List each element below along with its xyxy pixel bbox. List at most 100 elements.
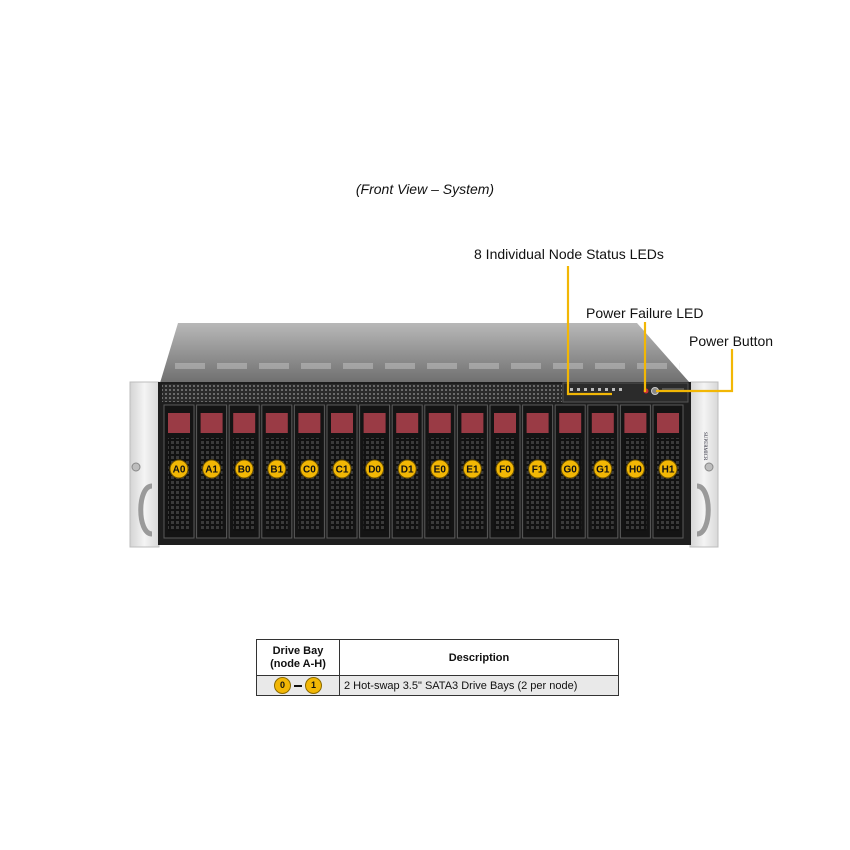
drive-latch[interactable] — [494, 413, 516, 433]
drive-bay-c1[interactable]: C1 — [326, 404, 358, 539]
header-drive-bay-sub: (node A-H) — [270, 657, 326, 670]
bay-badge — [332, 459, 352, 479]
header-description: Description — [339, 639, 619, 676]
drive-latch[interactable] — [168, 413, 190, 433]
drive-bay-a1[interactable]: A1 — [196, 404, 228, 539]
bay-badge — [169, 459, 189, 479]
bay-badge — [560, 459, 580, 479]
bay-badge — [267, 459, 287, 479]
callout-node-status-leds: 8 Individual Node Status LEDs — [474, 246, 664, 262]
bay-label: D1 — [401, 465, 414, 476]
header-drive-bay-label: Drive Bay — [272, 644, 324, 657]
drive-bay-b0[interactable]: B0 — [228, 404, 260, 539]
bay-label: C1 — [336, 465, 349, 476]
bay-badge-end: 1 — [305, 677, 322, 694]
node-status-leds — [570, 388, 622, 391]
bay-label: F1 — [532, 465, 544, 476]
drive-grill — [591, 438, 614, 531]
bay-label: G1 — [596, 465, 610, 476]
drive-bay-h0[interactable]: H0 — [619, 404, 651, 539]
drive-bay-f0[interactable]: F0 — [489, 404, 521, 539]
bay-badge — [299, 459, 319, 479]
callout-line-node-leds — [566, 266, 612, 396]
range-dash — [294, 684, 302, 687]
brand-mark: SUPERMICR — [702, 432, 707, 461]
drive-bay-g0[interactable]: G0 — [554, 404, 586, 539]
bay-badge — [234, 459, 254, 479]
left-ear-screw — [131, 462, 141, 472]
bay-badge — [365, 459, 385, 479]
drive-grill — [363, 438, 386, 531]
right-ear-screw — [704, 462, 714, 472]
drive-latch[interactable] — [624, 413, 647, 433]
drive-latch[interactable] — [233, 413, 256, 433]
bay-label: B1 — [270, 465, 283, 476]
drive-latch[interactable] — [428, 413, 451, 433]
bay-badge — [625, 459, 645, 479]
drive-grill — [526, 438, 549, 531]
header-drive-bay: Drive Bay (node A-H) — [256, 639, 340, 676]
bay-label: E0 — [434, 465, 447, 476]
bay-badge — [658, 459, 678, 479]
bay-label: F0 — [499, 465, 511, 476]
callout-power-failure-led: Power Failure LED — [586, 305, 704, 321]
bay-badge — [593, 459, 613, 479]
drive-latch[interactable] — [461, 413, 484, 433]
bay-label: A1 — [205, 465, 218, 476]
figure-caption: (Front View – System) — [355, 181, 495, 197]
drive-latch[interactable] — [265, 413, 288, 433]
drive-latch[interactable] — [331, 413, 353, 433]
drive-grill — [624, 438, 647, 531]
left-handle — [138, 483, 153, 537]
top-vent — [162, 384, 562, 402]
drive-latch[interactable] — [200, 413, 223, 433]
drive-grill — [331, 438, 353, 531]
callout-line-power-button — [656, 349, 734, 393]
bay-label: A0 — [173, 465, 186, 476]
drive-latch[interactable] — [298, 413, 321, 433]
drive-grill — [461, 438, 484, 531]
bay-badge — [528, 459, 548, 479]
legend-description: 2 Hot-swap 3.5" SATA3 Drive Bays (2 per … — [339, 675, 619, 696]
drive-bay-b1[interactable]: B1 — [261, 404, 293, 539]
callout-lines — [566, 266, 734, 396]
drive-bay-e0[interactable]: E0 — [424, 404, 456, 539]
drive-latch[interactable] — [559, 413, 582, 433]
right-rack-ear — [689, 381, 719, 548]
bay-badge — [430, 459, 450, 479]
drive-bay-h1[interactable]: H1 — [652, 404, 684, 539]
bay-label: H0 — [629, 465, 642, 476]
drive-grill — [200, 438, 223, 531]
legend-header-row: Drive Bay (node A-H) Description — [256, 639, 619, 676]
bay-badge — [495, 459, 515, 479]
drive-bay-c0[interactable]: C0 — [293, 404, 325, 539]
drive-bay-g1[interactable]: G1 — [587, 404, 619, 539]
chassis-top — [160, 323, 690, 383]
bay-label: G0 — [564, 465, 578, 476]
drive-latch[interactable] — [396, 413, 419, 433]
drive-grill — [657, 438, 679, 531]
drive-bay-e1[interactable]: E1 — [456, 404, 488, 539]
drive-grill — [428, 438, 451, 531]
drive-bay-a0[interactable]: A0 — [163, 404, 195, 539]
bay-badge — [202, 459, 222, 479]
drive-grill — [396, 438, 419, 531]
drive-bay-d1[interactable]: D1 — [391, 404, 423, 539]
drive-latch[interactable] — [363, 413, 386, 433]
drive-latch[interactable] — [591, 413, 614, 433]
drive-grill — [168, 438, 190, 531]
drive-grill — [559, 438, 582, 531]
drive-latch[interactable] — [526, 413, 549, 433]
bay-badge — [397, 459, 417, 479]
bay-badge — [462, 459, 482, 479]
bay-badge-start: 0 — [274, 677, 291, 694]
drive-bay-d0[interactable]: D0 — [359, 404, 391, 539]
bay-label: E1 — [466, 465, 479, 476]
drive-latch[interactable] — [657, 413, 679, 433]
drive-grill — [298, 438, 321, 531]
bay-label: C0 — [303, 465, 316, 476]
drive-bay-f1[interactable]: F1 — [522, 404, 554, 539]
